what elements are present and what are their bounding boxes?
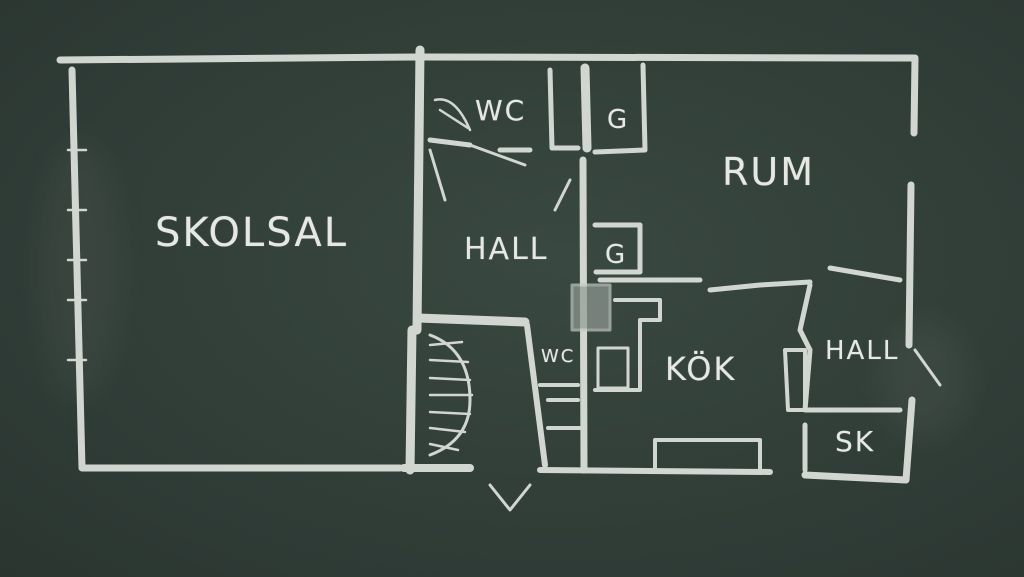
staircase: [428, 333, 472, 457]
room-label-hall-main: HALL: [464, 232, 549, 267]
door-swing: [468, 143, 527, 167]
window-marks: [66, 148, 88, 362]
chimney-block: [570, 283, 612, 332]
oven: [596, 346, 630, 390]
room-label-wc-small: WC: [541, 346, 576, 367]
room-label-sk: SK: [835, 425, 876, 458]
outer-wall: [56, 53, 919, 137]
interior-wall: [427, 137, 533, 153]
stair-fixture: [433, 98, 472, 132]
room-label-kok: KÖK: [665, 350, 737, 388]
stair-steps: [428, 340, 474, 452]
kitchen-counter: [653, 438, 762, 472]
interior-wall: [547, 67, 581, 151]
door-swing: [488, 483, 532, 512]
interior-wall: [592, 222, 643, 275]
interior-wall: [580, 63, 592, 153]
room-label-wc-top: WC: [475, 94, 527, 127]
interior-wall: [797, 282, 903, 413]
door-swing: [553, 178, 572, 212]
door-swing: [428, 148, 447, 202]
interior-wall: [405, 45, 425, 475]
interior-wall: [524, 322, 548, 468]
outer-wall: [801, 181, 916, 484]
room-label-rum: RUM: [722, 150, 816, 194]
interior-wall: [597, 265, 903, 293]
room-label-g-mid: G: [605, 240, 628, 270]
interior-wall: [592, 62, 648, 155]
interior-wall: [783, 348, 807, 412]
interior-wall: [538, 383, 582, 430]
interior-wall: [413, 313, 530, 327]
interior-wall: [593, 298, 662, 392]
chalk-smudge: [880, 320, 970, 440]
room-label-hall-right: HALL: [825, 336, 900, 366]
room-label-g-top: G: [607, 105, 630, 135]
door-swing: [913, 348, 942, 387]
outer-wall: [68, 66, 404, 472]
room-label-skolsal: SKOLSAL: [155, 210, 348, 256]
